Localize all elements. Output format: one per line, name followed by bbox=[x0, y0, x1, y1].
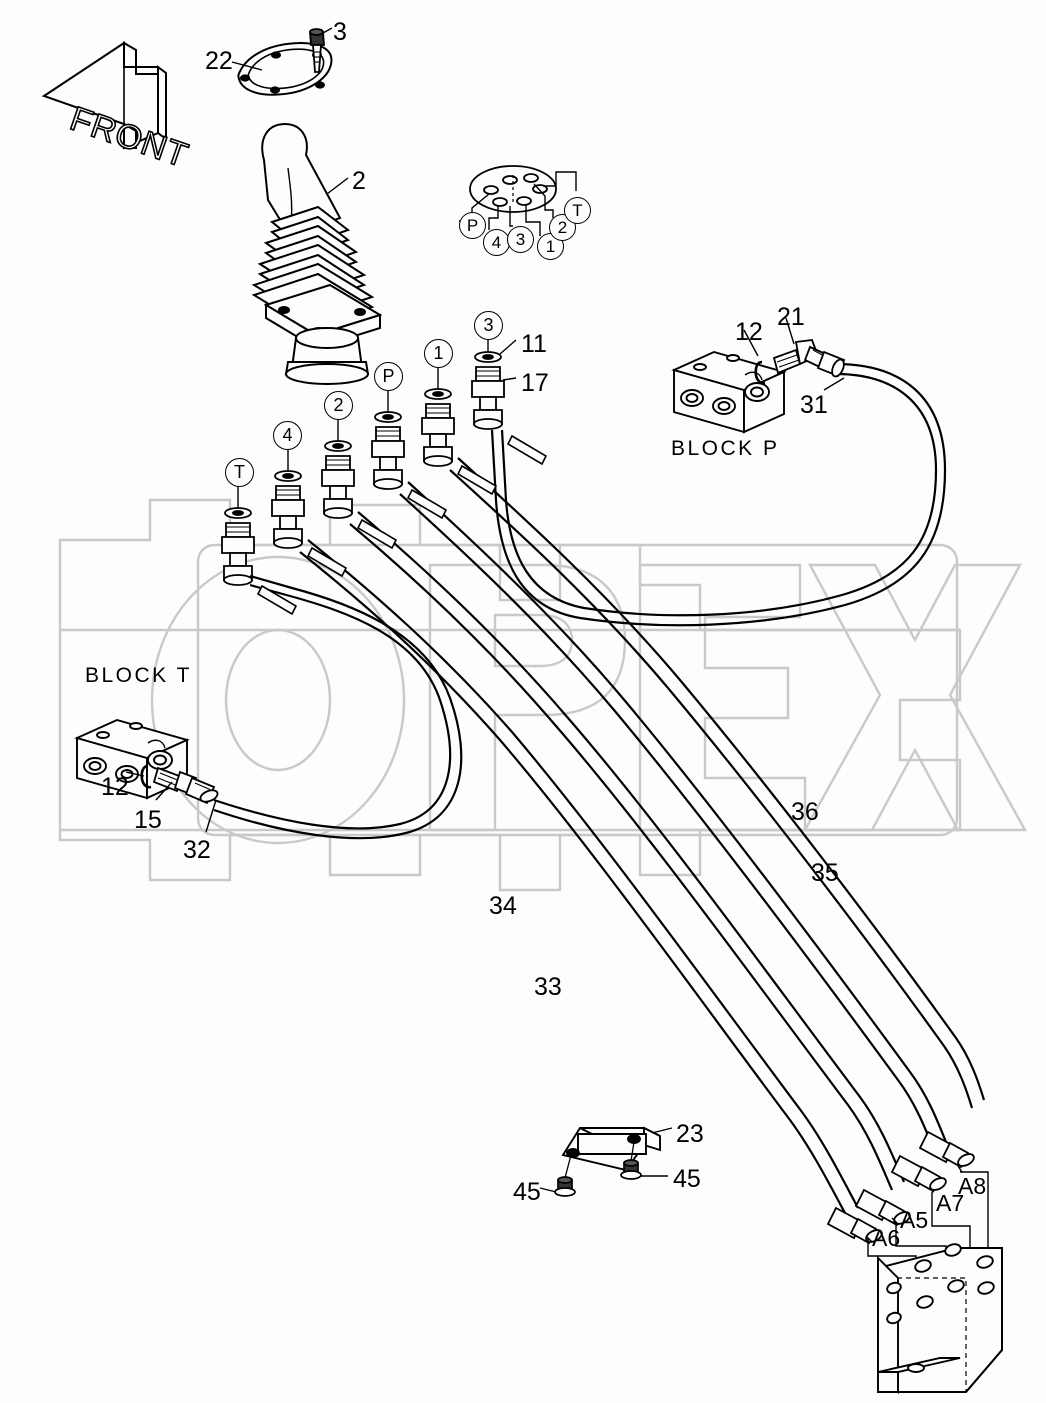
callout-33-c33: 33 bbox=[534, 973, 562, 1001]
fitting-stack-T bbox=[221, 485, 255, 586]
callout-34-c34: 34 bbox=[489, 892, 517, 920]
bolt-45-left bbox=[554, 1154, 576, 1197]
mounting-bracket bbox=[877, 1243, 1003, 1395]
port-a5: A5 bbox=[900, 1207, 929, 1233]
port-callout-4: 4 bbox=[273, 421, 302, 450]
hose-end-couplings bbox=[826, 1130, 975, 1245]
callout-17-c17: 17 bbox=[521, 369, 549, 397]
block-p-body bbox=[671, 350, 787, 434]
port-map-circle-P: P bbox=[459, 212, 486, 239]
hose-31 bbox=[490, 362, 947, 627]
callout-2-c2: 2 bbox=[352, 167, 366, 195]
hose-36 bbox=[449, 457, 986, 1109]
callout-22-c22: 22 bbox=[205, 47, 233, 75]
hose-33 bbox=[299, 539, 859, 1216]
fitting-stack-P bbox=[371, 388, 405, 490]
port-callout-3: 3 bbox=[474, 311, 503, 340]
hose-34 bbox=[349, 511, 906, 1191]
callout-15-c15: 15 bbox=[134, 806, 162, 834]
front-arrow-icon bbox=[41, 41, 167, 150]
callout-21-c21: 21 bbox=[777, 303, 805, 331]
hose-crimps bbox=[256, 434, 548, 616]
bolt-45-right bbox=[620, 1141, 642, 1180]
port-callout-1: 1 bbox=[424, 339, 453, 368]
callout-36-c36: 36 bbox=[791, 798, 819, 826]
port-callout-P: P bbox=[374, 362, 403, 391]
fitting-stack-2 bbox=[321, 417, 355, 519]
callout-45-c45b: 45 bbox=[673, 1165, 701, 1193]
port-map-circle-4: 4 bbox=[483, 229, 510, 256]
lbl-block-p: BLOCK P bbox=[671, 437, 780, 460]
callout-23-c23: 23 bbox=[676, 1120, 704, 1148]
clamp-23 bbox=[561, 1126, 661, 1172]
port-identification-plate bbox=[469, 165, 557, 213]
block-t-body bbox=[74, 718, 190, 800]
port-a6: A6 bbox=[872, 1225, 901, 1251]
block-p-fittings bbox=[754, 339, 846, 385]
callout-45-c45a: 45 bbox=[513, 1178, 541, 1206]
callout-11-c11: 11 bbox=[521, 330, 547, 358]
lbl-block-t: BLOCK T bbox=[85, 664, 192, 687]
port-callout-2: 2 bbox=[324, 391, 353, 420]
port-a7: A7 bbox=[936, 1190, 965, 1216]
port-map-circle-T: T bbox=[564, 197, 591, 224]
callout-35-c35: 35 bbox=[811, 859, 839, 887]
port-callout-T: T bbox=[225, 458, 254, 487]
fitting-stack-4 bbox=[271, 447, 305, 549]
callout-32-c32: 32 bbox=[183, 836, 211, 864]
block-t-fittings bbox=[140, 764, 219, 805]
hose-35 bbox=[399, 481, 950, 1156]
port-map-circle-3: 3 bbox=[507, 226, 534, 253]
gasket-22 bbox=[237, 42, 333, 96]
joystick-lever-2 bbox=[251, 122, 383, 385]
callout-12-c12t: 12 bbox=[101, 773, 129, 801]
fitting-stack-1 bbox=[421, 366, 455, 467]
fitting-stack-3 bbox=[471, 338, 505, 430]
port-a8: A8 bbox=[958, 1173, 987, 1199]
callout-3-c3: 3 bbox=[333, 18, 347, 46]
hose-32 bbox=[213, 574, 463, 840]
callout-12-c12p: 12 bbox=[735, 318, 763, 346]
callout-31-c31: 31 bbox=[800, 391, 828, 419]
bolt-3 bbox=[309, 28, 325, 73]
